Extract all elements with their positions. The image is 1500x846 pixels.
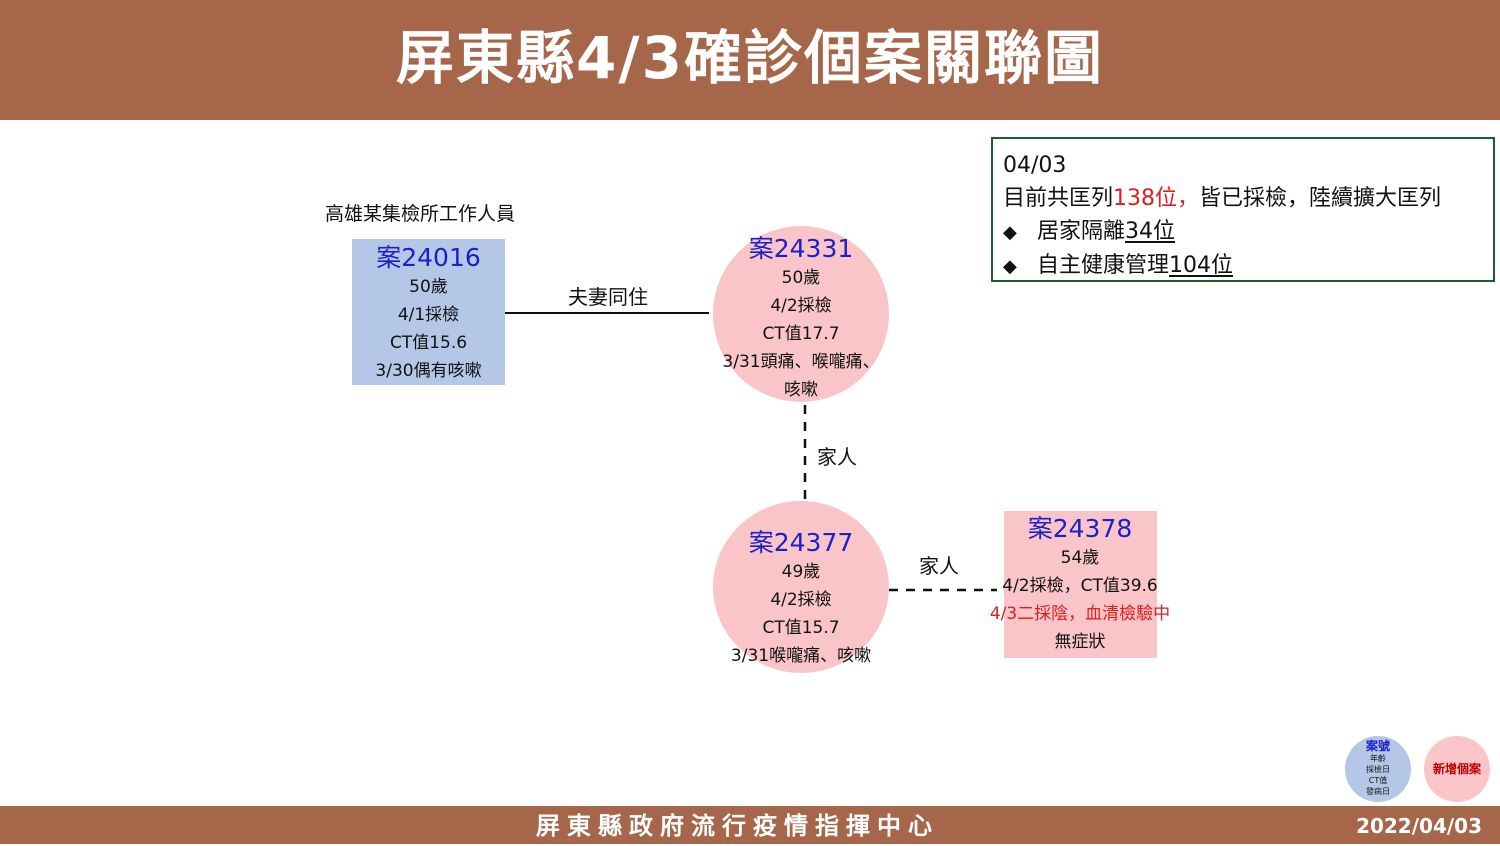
legend-age: 年齡 (1370, 754, 1386, 763)
case-age: 50歲 (409, 277, 448, 297)
summary-prefix: 目前共匡列 (1003, 186, 1114, 211)
legend-onset: 發病日 (1366, 787, 1390, 796)
case-second-test: 4/3二採陰，血清檢驗中 (989, 604, 1171, 624)
case-node-24331 (713, 226, 889, 402)
case-ct-value: CT值17.7 (762, 324, 840, 344)
summary-self-health-label: 自主健康管理 (1037, 253, 1170, 278)
edge-label-family-horizontal: 家人 (919, 554, 959, 578)
case-node-24016: 案24016 50歲 4/1採檢 CT值15.6 3/30偶有咳嗽 (352, 239, 505, 385)
case-24331-text: 案24331 50歲 4/2採檢 CT值17.7 3/31頭痛、喉嚨痛、 咳嗽 (700, 234, 902, 404)
case-ct-value: CT值15.6 (389, 333, 468, 353)
footer-bar: 屏東縣政府流行疫情指揮中心 2022/04/03 (0, 806, 1500, 844)
legend-case-key: 案號 年齡 採檢日 CT值 發病日 (1345, 736, 1411, 802)
summary-date: 04/03 (1003, 153, 1067, 178)
case-node-24378 (1004, 511, 1157, 658)
case-test-date: 4/2採檢 (770, 296, 832, 316)
case-onset: 3/31頭痛、喉嚨痛、 (722, 352, 880, 372)
case-onset: 3/30偶有咳嗽 (375, 361, 482, 381)
case-onset-cont: 咳嗽 (784, 380, 818, 400)
summary-contacts-line: 目前共匡列138位，皆已採檢，陸續擴大匡列 (1003, 182, 1493, 215)
diamond-bullet-icon: ◆ (1003, 256, 1017, 277)
case-ct-value: CT值15.7 (762, 618, 840, 638)
case-node-24377 (713, 501, 889, 673)
legend-new-case: 新增個案 (1424, 736, 1490, 802)
case-24377-text: 案24377 49歲 4/2採檢 CT值15.7 3/31喉嚨痛、咳嗽 (700, 528, 902, 670)
case-age: 50歲 (781, 268, 821, 288)
case-24378-text: 案24378 54歲 4/2採檢，CT值39.6 4/3二採陰，血清檢驗中 無症… (970, 514, 1190, 656)
legend-test-date: 採檢日 (1366, 765, 1390, 774)
summary-suffix: 皆已採檢，陸續擴大匡列 (1199, 186, 1442, 211)
edge-label-family-vertical: 家人 (817, 445, 857, 469)
case-24016-occupation: 高雄某集檢所工作人員 (325, 203, 516, 225)
diamond-bullet-icon: ◆ (1003, 222, 1017, 243)
summary-box: 04/03 目前共匡列138位，皆已採檢，陸續擴大匡列 ◆ 居家隔離34位 ◆ 自主… (991, 137, 1495, 282)
footer-date: 2022/04/03 (1356, 814, 1482, 838)
summary-self-health-count: 104位 (1169, 253, 1234, 278)
case-symptoms: 無症狀 (1054, 632, 1106, 652)
case-id: 案24016 (376, 243, 481, 272)
footer-organization: 屏東縣政府流行疫情指揮中心 (536, 812, 939, 840)
case-test-date: 4/1採檢 (397, 305, 460, 325)
legend-new-case-label: 新增個案 (1432, 762, 1481, 776)
summary-contact-count: 138位， (1113, 186, 1200, 211)
edge-label-spouse: 夫妻同住 (568, 285, 648, 309)
case-test-date: 4/2採檢 (770, 590, 832, 610)
case-id: 案24377 (748, 528, 854, 557)
summary-home-isolation: ◆ 居家隔離34位 (1003, 215, 1493, 249)
case-onset: 3/31喉嚨痛、咳嗽 (730, 646, 872, 666)
legend-case-key-title: 案號 (1365, 739, 1390, 753)
case-id: 案24378 (1027, 514, 1133, 543)
page-title: 屏東縣4/3確診個案關聯圖 (396, 24, 1104, 92)
case-id: 案24331 (748, 234, 854, 263)
case-age: 54歲 (1060, 548, 1100, 568)
legend-ct-value: CT值 (1368, 776, 1388, 785)
header-bar: 屏東縣4/3確診個案關聯圖 (0, 0, 1500, 120)
case-test-date-ct: 4/2採檢，CT值39.6 (1002, 576, 1158, 596)
summary-self-health: ◆ 自主健康管理104位 (1003, 249, 1493, 283)
case-age: 49歲 (781, 562, 821, 582)
summary-home-isolation-count: 34位 (1125, 219, 1176, 244)
summary-home-isolation-label: 居家隔離 (1037, 219, 1126, 244)
